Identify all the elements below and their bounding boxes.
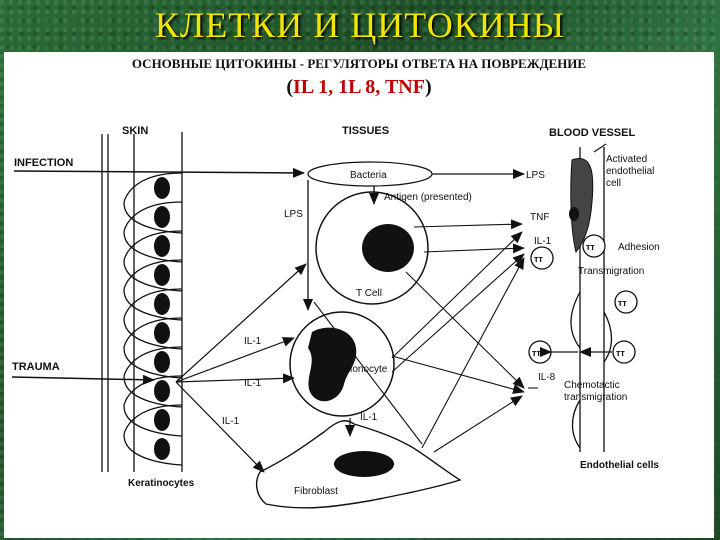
skin-label: SKIN: [122, 125, 148, 137]
chemotactic-line-2: transmigration: [564, 392, 627, 403]
endothelial-cells-label: Endothelial cells: [580, 460, 659, 471]
il1-label-c: IL-1: [222, 416, 240, 427]
t-cell-label: T Cell: [356, 288, 382, 299]
activated-line-3: cell: [606, 178, 621, 189]
svg-text:ᴛᴛ: ᴛᴛ: [586, 242, 595, 252]
transmigration-label: Transmigration: [578, 266, 644, 277]
il8-label: IL-8: [538, 372, 556, 383]
blood-vessel-label: BLOOD VESSEL: [549, 127, 635, 139]
il1-to-monocyte-arrow: [175, 337, 295, 383]
svg-text:ᴛᴛ: ᴛᴛ: [618, 298, 627, 308]
fibroblast-cell: [255, 420, 462, 509]
cytokine-list: (IL 1, 1L 8, TNF): [4, 76, 714, 99]
skin-layer: [101, 132, 183, 472]
il1-to-monocyte-lower-arrow: [175, 373, 295, 384]
activated-line-2: endothelial: [606, 166, 654, 177]
il1-label-d: IL-1: [360, 412, 378, 423]
slide-title: КЛЕТКИ И ЦИТОКИНЫ: [154, 5, 566, 45]
keratinocyte-nuclei: [154, 177, 170, 460]
endothelial-nucleus: [569, 207, 579, 221]
bacteria-label: Bacteria: [350, 170, 387, 181]
infection-arrow: [13, 167, 305, 178]
lps-tissue-label: LPS: [284, 209, 303, 220]
cytokine-names: IL 1, 1L 8, TNF: [293, 76, 425, 98]
t-cell: [315, 191, 429, 305]
il1-vessel-label: IL-1: [534, 236, 552, 247]
t-cell-nucleus: [362, 224, 414, 272]
il1-to-tcell-arrow: [175, 263, 307, 383]
activated-endothelial-pointer: [593, 143, 607, 153]
tnf-label: TNF: [530, 212, 549, 223]
paren-close: ): [424, 76, 432, 98]
cytokine-release-arrows: [313, 219, 525, 453]
tissues-label: TISSUES: [342, 125, 389, 137]
content-panel: ОСНОВНЫЕ ЦИТОКИНЫ - РЕГУЛЯТОРЫ ОТВЕТА НА…: [4, 52, 714, 538]
fibroblast-nucleus: [334, 451, 394, 477]
il1-label-b: IL-1: [244, 378, 262, 389]
antigen-label: Antigen (presented): [384, 192, 472, 203]
infection-label: INFECTION: [14, 157, 73, 169]
monocyte-nucleus: [308, 327, 357, 402]
svg-text:ᴛᴛ: ᴛᴛ: [616, 348, 625, 358]
svg-text:ᴛᴛ: ᴛᴛ: [532, 348, 541, 358]
subtitle: ОСНОВНЫЕ ЦИТОКИНЫ - РЕГУЛЯТОРЫ ОТВЕТА НА…: [131, 56, 587, 71]
svg-text:ᴛᴛ: ᴛᴛ: [534, 254, 543, 264]
lps-vessel-label: LPS: [526, 170, 545, 181]
activated-line-1: Activated: [606, 154, 647, 165]
trauma-arrow: [11, 374, 155, 385]
paren-open: (: [286, 76, 294, 98]
keratinocyte-cells: [123, 172, 183, 466]
adhesion-label: Adhesion: [618, 242, 660, 253]
il1-label-a: IL-1: [244, 336, 262, 347]
monocyte: [289, 311, 395, 417]
chemotactic-line-1: Chemotactic: [564, 380, 620, 391]
activated-endothelial-cell: [570, 158, 594, 254]
il1-to-fibroblast-arrow: [175, 381, 265, 473]
fibroblast-label: Fibroblast: [294, 486, 338, 497]
keratinocytes-label: Keratinocytes: [128, 478, 195, 489]
leukocytes: ᴛᴛ ᴛᴛ ᴛᴛ ᴛᴛ ᴛᴛ: [528, 234, 638, 364]
cytokine-diagram: SKIN TISSUES BLOOD VESSEL INFECTION TRAU…: [11, 125, 660, 509]
trauma-label: TRAUMA: [12, 361, 60, 373]
